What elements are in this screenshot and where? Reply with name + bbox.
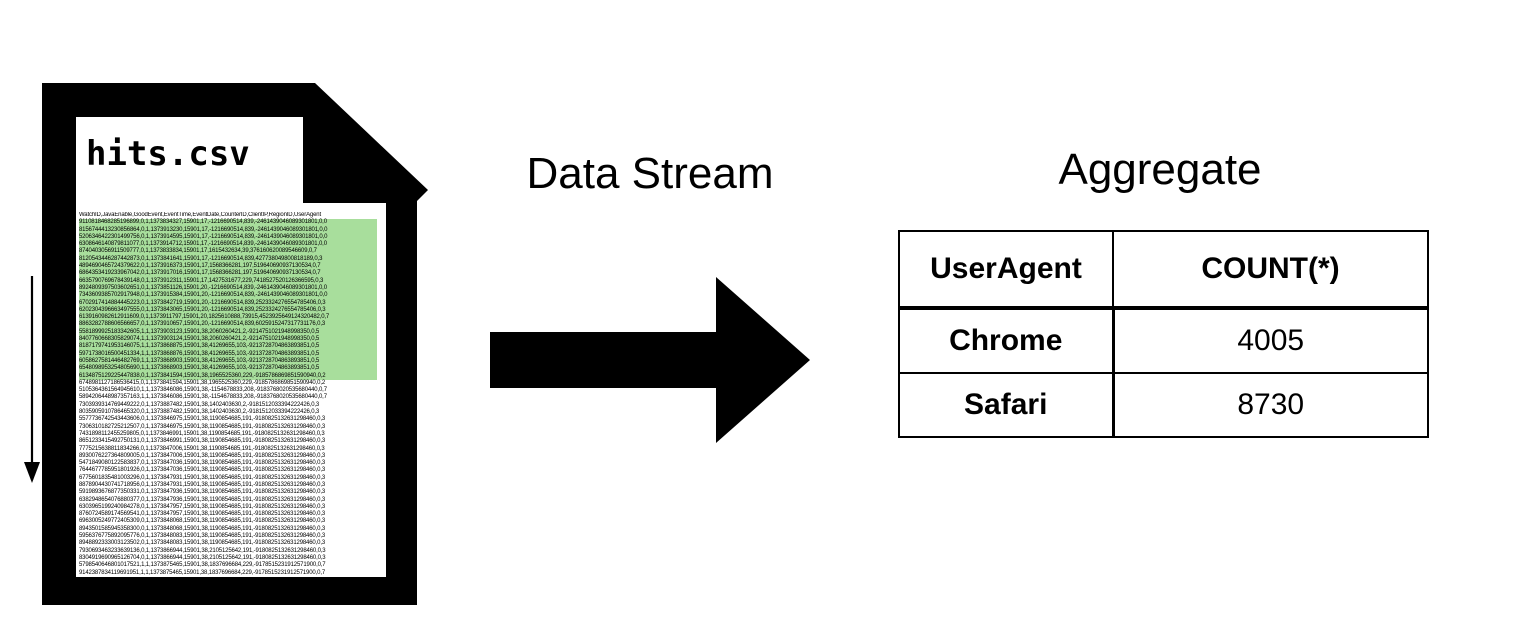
scroll-down-arrow-icon bbox=[24, 276, 40, 483]
csv-preview: WatchID,JavaEnable,GoodEvent,EventTime,E… bbox=[79, 212, 377, 578]
header-cell-count: COUNT(*) bbox=[1112, 230, 1429, 310]
file-name: hits.csv bbox=[86, 134, 250, 174]
table-row: Chrome 4005 bbox=[898, 307, 1429, 374]
cell-count: 8730 bbox=[1111, 372, 1429, 438]
aggregate-table: UserAgent COUNT(*) Chrome 4005 Safari 87… bbox=[898, 230, 1429, 438]
cell-useragent: Safari bbox=[898, 372, 1114, 438]
table-header-row: UserAgent COUNT(*) bbox=[898, 230, 1429, 310]
aggregate-title: Aggregate bbox=[1058, 145, 1262, 194]
cell-useragent: Chrome bbox=[898, 307, 1114, 374]
header-cell-useragent: UserAgent bbox=[898, 230, 1114, 310]
cell-count: 4005 bbox=[1111, 307, 1429, 374]
file-icon bbox=[42, 83, 428, 605]
table-row: Safari 8730 bbox=[898, 372, 1429, 438]
flow-arrow-icon bbox=[490, 277, 810, 443]
data-stream-label: Data Stream bbox=[526, 149, 774, 198]
